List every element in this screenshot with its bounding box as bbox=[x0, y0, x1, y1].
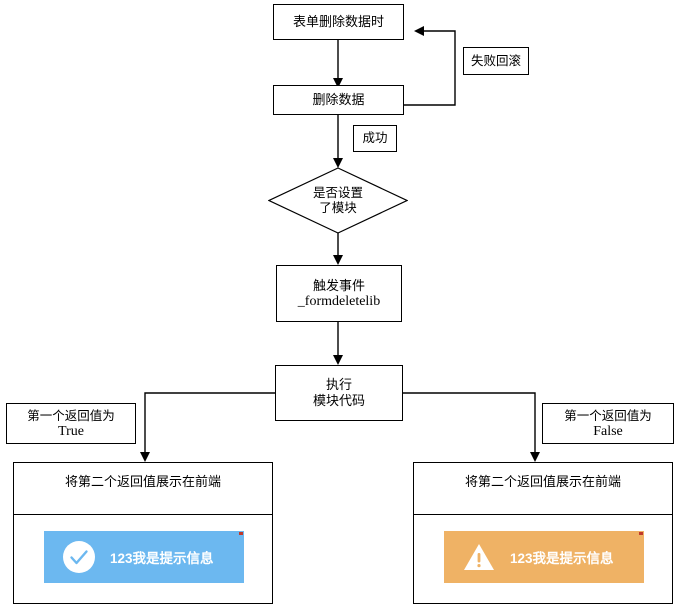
toast-success-message: 123我是提示信息 bbox=[110, 551, 214, 566]
arrowhead-trigger bbox=[333, 255, 343, 265]
label-rollback-text: 失败回滚 bbox=[470, 53, 521, 68]
toast-success[interactable]: 123我是提示信息 bbox=[44, 531, 244, 583]
trigger-line-2: _formdeletelib bbox=[297, 293, 381, 309]
false-branch-line-2: False bbox=[593, 423, 623, 439]
trigger-line-1: 触发事件 bbox=[312, 277, 365, 293]
true-branch-line-1: 第一个返回值为 bbox=[27, 408, 115, 423]
node-delete-data[interactable]: 删除数据 bbox=[273, 85, 404, 115]
node-decision-module[interactable]: 是否设置 了模块 bbox=[268, 167, 408, 234]
label-false-branch[interactable]: 第一个返回值为 False bbox=[542, 403, 674, 444]
panel-success-body: 123我是提示信息 bbox=[14, 515, 272, 603]
edge-true-branch bbox=[144, 392, 275, 452]
panel-success-result[interactable]: 将第二个返回值展示在前端 123我是提示信息 bbox=[13, 462, 273, 604]
toast-warning-message: 123我是提示信息 bbox=[510, 551, 614, 566]
label-success-text: 成功 bbox=[362, 131, 388, 145]
panel-warning-title: 将第二个返回值展示在前端 bbox=[414, 463, 672, 515]
edge-rollback-loop bbox=[404, 30, 456, 106]
check-circle-icon bbox=[63, 541, 95, 573]
arrowhead-left-panel bbox=[140, 452, 150, 462]
node-delete-data-label: 删除数据 bbox=[312, 92, 365, 107]
true-branch-line-2: True bbox=[58, 423, 84, 439]
node-decision-module-label: 是否设置 了模块 bbox=[268, 167, 408, 234]
node-start[interactable]: 表单删除数据时 bbox=[273, 4, 404, 40]
decision-line-1: 是否设置 bbox=[312, 185, 363, 200]
edge-false-branch bbox=[403, 392, 536, 452]
node-execute-module-code[interactable]: 执行 模块代码 bbox=[275, 365, 403, 421]
toast-success-corner-marker bbox=[239, 532, 243, 535]
panel-warning-body: 123我是提示信息 bbox=[414, 515, 672, 603]
toast-warning[interactable]: 123我是提示信息 bbox=[444, 531, 644, 583]
arrowhead-execute bbox=[333, 355, 343, 365]
false-branch-line-1: 第一个返回值为 bbox=[564, 408, 652, 423]
toast-warning-corner-marker bbox=[639, 532, 643, 535]
label-true-branch[interactable]: 第一个返回值为 True bbox=[6, 403, 136, 444]
warning-triangle-icon bbox=[464, 544, 494, 570]
label-rollback[interactable]: 失败回滚 bbox=[463, 47, 529, 75]
decision-line-2: 了模块 bbox=[319, 200, 357, 215]
panel-success-title: 将第二个返回值展示在前端 bbox=[14, 463, 272, 515]
execute-line-1: 执行 bbox=[325, 377, 352, 392]
label-success[interactable]: 成功 bbox=[353, 125, 397, 152]
node-trigger-event[interactable]: 触发事件 _formdeletelib bbox=[276, 265, 402, 322]
arrowhead-rollback bbox=[414, 26, 424, 36]
execute-line-2: 模块代码 bbox=[312, 393, 365, 408]
node-start-label: 表单删除数据时 bbox=[292, 14, 384, 29]
panel-warning-result[interactable]: 将第二个返回值展示在前端 123我是提示信息 bbox=[413, 462, 673, 604]
arrowhead-right-panel bbox=[530, 452, 540, 462]
